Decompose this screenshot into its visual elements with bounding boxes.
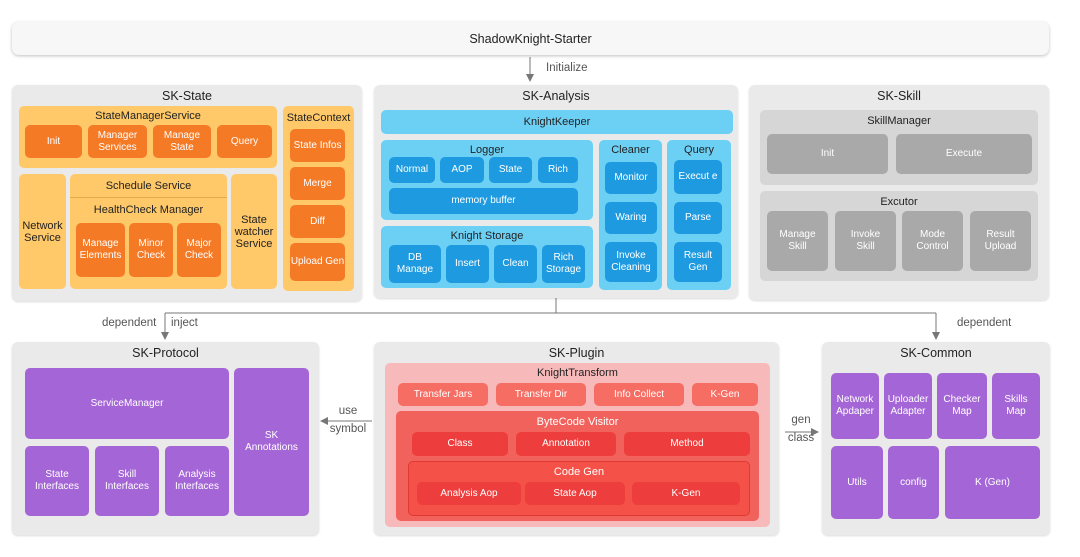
skill-interfaces[interactable]: Skill Interfaces [95, 446, 159, 516]
result-upload-button[interactable]: Result Upload [970, 211, 1031, 271]
inject-label: inject [171, 317, 198, 329]
state-infos-button[interactable]: State Infos [290, 129, 345, 162]
bytecode-visitor-title: ByteCode Visitor [536, 415, 619, 428]
gen-label: gen [791, 414, 811, 426]
state-aop-button[interactable]: State Aop [525, 482, 625, 505]
state-manager-title: StateManagerService [95, 109, 201, 122]
starter-bar: ShadowKnight-Starter [12, 22, 1049, 55]
state-init-button[interactable]: Init [25, 125, 82, 158]
transfer-jars-button[interactable]: Transfer Jars [398, 383, 488, 406]
sk-state-title: SK-State [161, 89, 213, 103]
network-service: Network Service [19, 174, 66, 289]
skills-map[interactable]: Skills Map [992, 373, 1040, 439]
upload-gen-button[interactable]: Upload Gen [290, 243, 345, 281]
storage-clean-button[interactable]: Clean [494, 245, 537, 283]
annotation-button[interactable]: Annotation [516, 432, 616, 456]
healthcheck-title: HealthCheck Manager [93, 203, 204, 216]
sk-common-title: SK-Common [900, 346, 972, 360]
manage-skill-button[interactable]: Manage Skill [767, 211, 828, 271]
logger-normal-button[interactable]: Normal [389, 157, 435, 183]
db-manage-button[interactable]: DB Manage [389, 245, 441, 283]
k-gen-common[interactable]: K (Gen) [945, 446, 1040, 519]
waring-button[interactable]: Waring [605, 202, 657, 234]
class-label: class [787, 432, 815, 444]
config[interactable]: config [888, 446, 939, 519]
schedule-divider [70, 197, 227, 198]
memory-buffer[interactable]: memory buffer [389, 188, 578, 214]
analysis-aop-button[interactable]: Analysis Aop [417, 482, 521, 505]
uploader-adapter[interactable]: Uploader Adapter [884, 373, 932, 439]
merge-button[interactable]: Merge [290, 167, 345, 200]
sk-analysis-title: SK-Analysis [522, 89, 590, 103]
result-gen-button[interactable]: Result Gen [674, 242, 722, 282]
storage-insert-button[interactable]: Insert [446, 245, 489, 283]
logger-title: Logger [469, 143, 505, 156]
excutor-title: Excutor [880, 195, 918, 208]
mode-control-button[interactable]: Mode Control [902, 211, 963, 271]
state-watcher-service: State watcher Service [231, 174, 277, 289]
diff-button[interactable]: Diff [290, 205, 345, 238]
skill-init-button[interactable]: Init [767, 134, 888, 174]
code-gen-title: Code Gen [553, 465, 605, 478]
major-check-button[interactable]: Major Check [177, 223, 221, 277]
cleaner-title: Cleaner [611, 143, 650, 156]
method-button[interactable]: Method [624, 432, 750, 456]
invoke-skill-button[interactable]: Invoke Skill [835, 211, 896, 271]
use-label: use [338, 405, 358, 417]
manage-elements-button[interactable]: Manage Elements [76, 223, 125, 277]
state-interfaces[interactable]: State Interfaces [25, 446, 89, 516]
sk-skill-title: SK-Skill [877, 89, 921, 103]
transform-kgen-button[interactable]: K-Gen [692, 383, 758, 406]
state-query-button[interactable]: Query [217, 125, 272, 158]
manage-state-button[interactable]: Manage State [153, 125, 211, 158]
logger-rich-button[interactable]: Rich [538, 157, 578, 183]
execute-button[interactable]: Execut e [674, 160, 722, 194]
skill-manager-title: SkillManager [867, 114, 931, 127]
monitor-button[interactable]: Monitor [605, 162, 657, 194]
logger-state-button[interactable]: State [489, 157, 532, 183]
rich-storage-button[interactable]: Rich Storage [542, 245, 585, 283]
analysis-interfaces[interactable]: Analysis Interfaces [165, 446, 229, 516]
query-title: Query [684, 143, 714, 156]
logger-aop-button[interactable]: AOP [440, 157, 484, 183]
knight-storage-title: Knight Storage [450, 229, 524, 242]
schedule-service: Schedule Service [105, 180, 192, 192]
starter-title: ShadowKnight-Starter [469, 31, 592, 46]
network-adapter[interactable]: Network Apdaper [831, 373, 879, 439]
minor-check-button[interactable]: Minor Check [129, 223, 173, 277]
knight-transform-title: KnightTransform [537, 366, 618, 379]
codegen-kgen-button[interactable]: K-Gen [632, 482, 740, 505]
sk-annotations[interactable]: SK Annotations [234, 368, 309, 516]
symbol-label: symbol [329, 423, 367, 435]
sk-protocol-title: SK-Protocol [132, 346, 199, 360]
utils[interactable]: Utils [831, 446, 883, 519]
service-manager[interactable]: ServiceManager [25, 368, 229, 439]
info-collect-button[interactable]: Info Collect [594, 383, 684, 406]
initialize-label: Initialize [546, 62, 588, 74]
sk-plugin-title: SK-Plugin [548, 346, 605, 360]
dependent-right-label: dependent [957, 317, 1012, 329]
parse-button[interactable]: Parse [674, 202, 722, 234]
checker-map[interactable]: Checker Map [937, 373, 987, 439]
manager-services-button[interactable]: Manager Services [88, 125, 147, 158]
invoke-cleaning-button[interactable]: Invoke Cleaning [605, 242, 657, 282]
dependent-left-label: dependent [102, 317, 157, 329]
skill-execute-button[interactable]: Execute [896, 134, 1032, 174]
knight-keeper: KnightKeeper [381, 110, 733, 134]
class-button[interactable]: Class [412, 432, 508, 456]
state-context-title: StateContext [286, 111, 351, 124]
transfer-dir-button[interactable]: Transfer Dir [496, 383, 586, 406]
